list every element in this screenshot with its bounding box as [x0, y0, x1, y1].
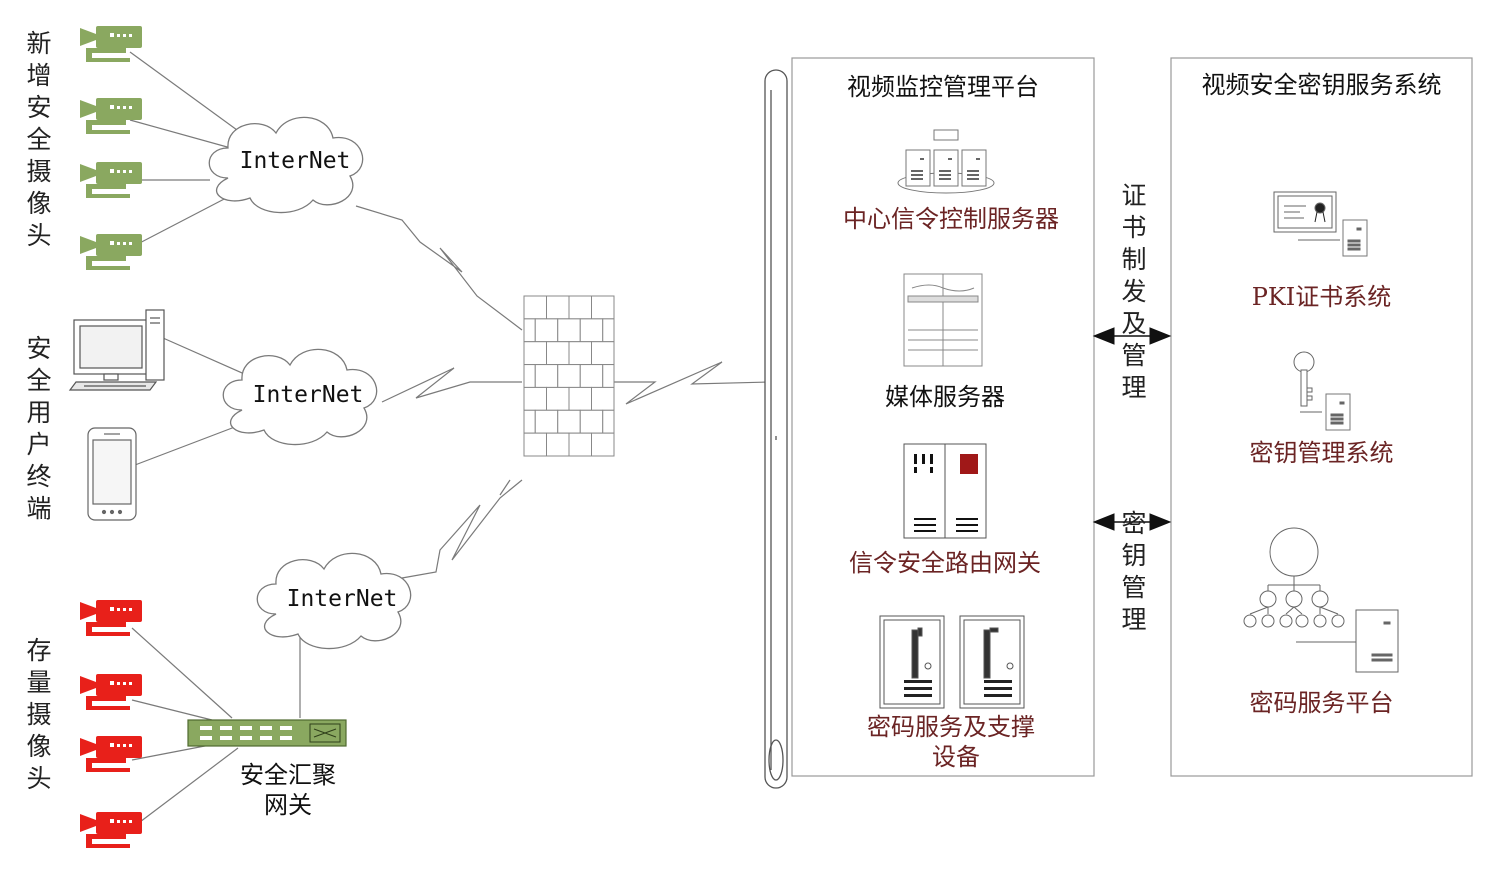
camera-icon — [80, 736, 142, 772]
hierarchy-icon — [1243, 527, 1399, 673]
server-cluster-icon — [897, 129, 995, 194]
smartphone-icon — [87, 427, 137, 521]
firewall-brick — [523, 295, 547, 320]
crypto-device-icon — [879, 615, 1025, 709]
firewall-brick — [534, 409, 559, 434]
firewall-icon — [523, 295, 615, 457]
firewall-brick — [579, 318, 604, 343]
key-system-title: 视频安全密钥服务系统 — [1201, 71, 1442, 99]
legacy-cameras-label: 存量摄像头 — [26, 636, 52, 793]
certificate-icon — [1273, 191, 1368, 257]
new-camera-group — [80, 26, 142, 270]
camera-icon — [80, 26, 142, 62]
media-server-icon — [903, 273, 983, 367]
key-icon — [1293, 351, 1351, 431]
key-management-system-label: 密钥管理系统 — [1249, 439, 1394, 467]
cert-management-label: 证书制发及管理 — [1121, 181, 1147, 402]
firewall-brick — [546, 386, 570, 411]
firewall-brick — [591, 341, 615, 366]
crypto-service-platform-label: 密码服务平台 — [1249, 689, 1394, 717]
firewall-brick — [602, 409, 615, 434]
firewall-brick — [534, 364, 559, 388]
firewall-brick — [568, 432, 592, 457]
firewall-brick — [523, 364, 536, 388]
firewall-brick — [546, 341, 570, 366]
crypto-support-label: 密码服务及支撑 — [867, 713, 1035, 741]
camera-icon — [80, 98, 142, 134]
new-cameras-label: 新增安全摄像头 — [26, 29, 52, 250]
camera-icon — [80, 162, 142, 198]
firewall-brick — [546, 295, 570, 320]
connection-lines — [129, 51, 771, 829]
firewall-brick — [568, 295, 592, 320]
internet-label: InterNet — [252, 382, 364, 408]
firewall-brick — [591, 295, 615, 320]
double-arrow-key — [1092, 513, 1172, 531]
double-arrow-cert — [1092, 327, 1172, 345]
gateway-label-line2: 网关 — [264, 791, 312, 819]
user-terminals-label: 安全用户终端 — [26, 334, 52, 523]
routing-gateway-label: 信令安全路由网关 — [849, 549, 1041, 577]
firewall-brick — [602, 318, 615, 343]
gateway-switch-icon — [187, 719, 347, 747]
firewall-brick — [557, 364, 581, 388]
firewall-brick — [591, 386, 615, 411]
key-system-panel — [1170, 57, 1473, 777]
camera-icon — [80, 812, 142, 848]
platform-title: 视频监控管理平台 — [847, 73, 1039, 101]
firewall-brick — [568, 341, 592, 366]
crypto-support-label-line2: 设备 — [932, 743, 980, 771]
key-management-label: 密钥管理 — [1121, 509, 1147, 634]
routing-gateway-icon — [903, 443, 987, 539]
firewall-brick — [523, 386, 547, 411]
internet-label: InterNet — [286, 586, 398, 612]
camera-icon — [80, 234, 142, 270]
firewall-brick — [579, 364, 604, 388]
pki-system-label: PKI证书系统 — [1251, 283, 1392, 311]
firewall-brick — [534, 318, 559, 343]
firewall-brick — [557, 409, 581, 434]
firewall-brick — [557, 318, 581, 343]
internet-label: InterNet — [239, 148, 351, 174]
firewall-brick — [602, 364, 615, 388]
firewall-brick — [591, 432, 615, 457]
network-bus — [764, 69, 788, 789]
firewall-brick — [568, 386, 592, 411]
firewall-brick — [546, 432, 570, 457]
firewall-brick — [523, 341, 547, 366]
firewall-brick — [523, 409, 536, 434]
legacy-camera-group — [80, 600, 142, 848]
gateway-label: 安全汇聚 — [240, 761, 336, 789]
firewall-brick — [579, 409, 604, 434]
central-signaling-server-label: 中心信令控制服务器 — [843, 205, 1059, 233]
media-server-label: 媒体服务器 — [885, 383, 1005, 411]
desktop-computer-icon — [68, 309, 165, 391]
firewall-brick — [523, 432, 547, 457]
firewall-brick — [523, 318, 536, 343]
camera-icon — [80, 674, 142, 710]
camera-icon — [80, 600, 142, 636]
